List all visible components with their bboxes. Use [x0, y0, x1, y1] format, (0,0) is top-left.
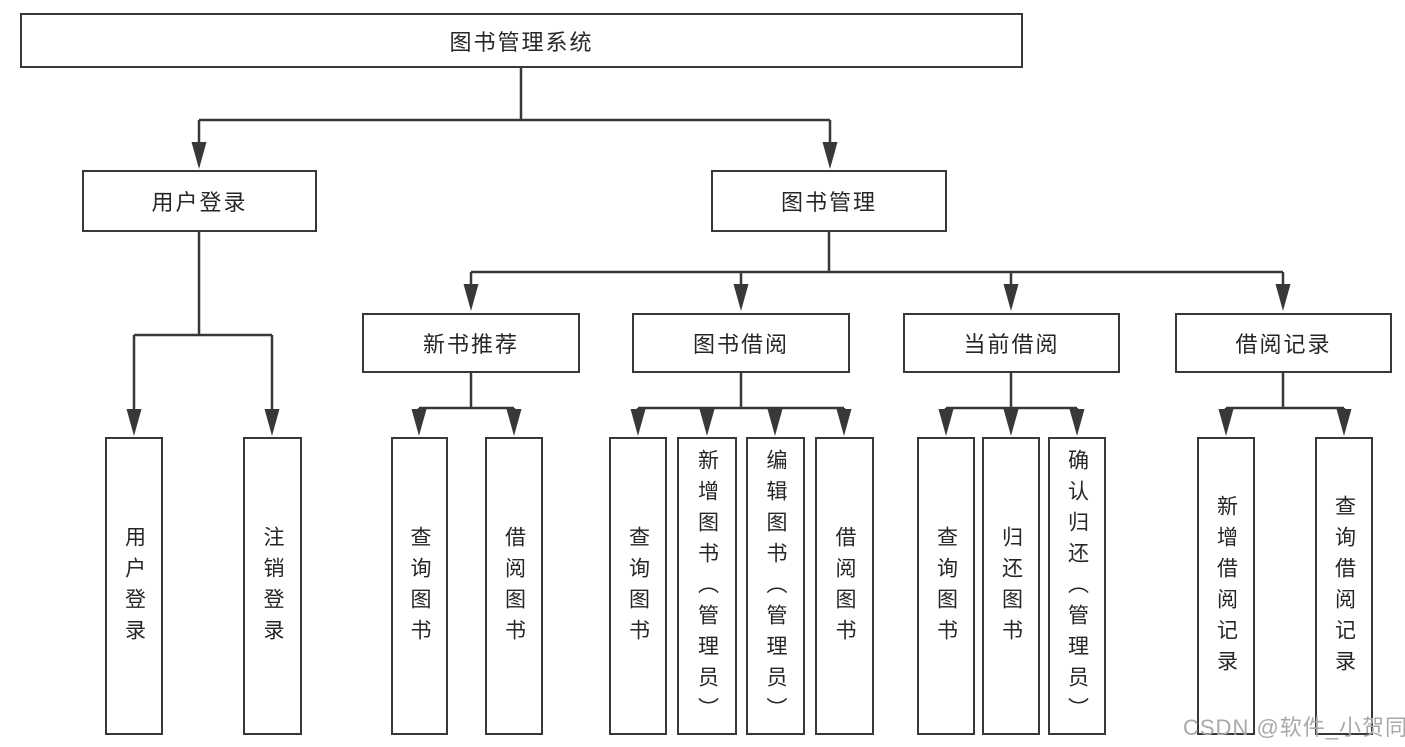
leaf-add-book-admin: 新增图书（管理员）	[677, 437, 737, 735]
leaf-edit-book-admin: 编辑图书（管理员）	[746, 437, 805, 735]
node-new-book-recommendation: 新书推荐	[362, 313, 580, 373]
leaf-confirm-return-admin: 确认归还（管理员）	[1048, 437, 1106, 735]
leaf-return-books: 归还图书	[982, 437, 1040, 735]
node-book-management: 图书管理	[711, 170, 947, 232]
leaf-user-login: 用户登录	[105, 437, 163, 735]
leaf-borrow-books: 借阅图书	[815, 437, 874, 735]
node-user-login: 用户登录	[82, 170, 317, 232]
leaf-query-books-current: 查询图书	[917, 437, 975, 735]
leaf-query-books-borrowing: 查询图书	[609, 437, 667, 735]
node-current-borrowing: 当前借阅	[903, 313, 1120, 373]
watermark-text: CSDN @软件_小贺同学	[1183, 715, 1405, 740]
leaf-borrow-books-recommend: 借阅图书	[485, 437, 543, 735]
leaf-query-books-recommend: 查询图书	[391, 437, 448, 735]
node-book-borrowing: 图书借阅	[632, 313, 850, 373]
node-library-system: 图书管理系统	[20, 13, 1023, 68]
leaf-logout: 注销登录	[243, 437, 302, 735]
leaf-add-borrow-record: 新增借阅记录	[1197, 437, 1255, 735]
node-borrowing-records: 借阅记录	[1175, 313, 1392, 373]
leaf-query-borrow-record: 查询借阅记录	[1315, 437, 1373, 735]
